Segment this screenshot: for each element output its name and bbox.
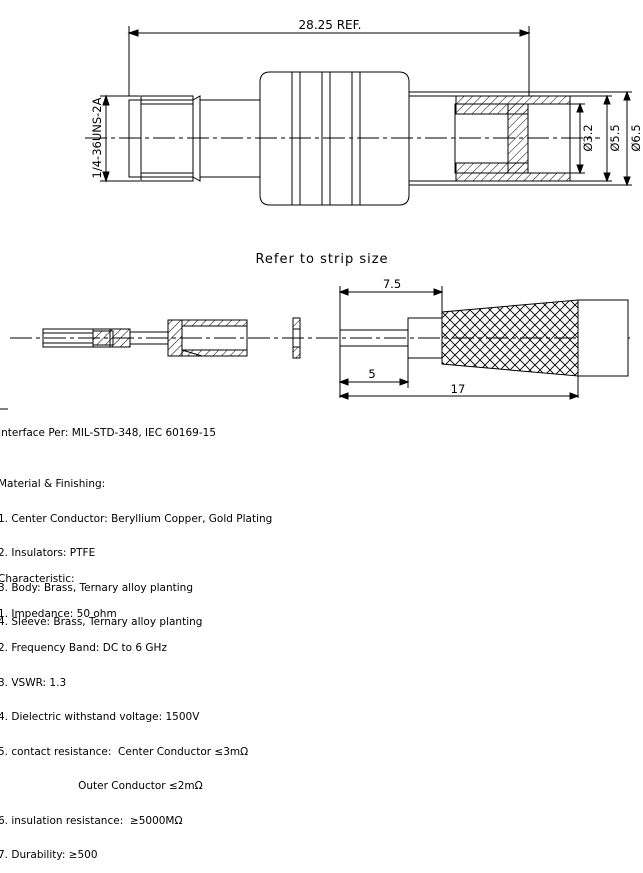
characteristic-item: 1. Impedance: 50 ohm [0,607,117,620]
thread-label: 1/4-36UNS-2A [90,97,104,178]
washer [292,317,301,359]
thread-dimension [100,94,140,183]
characteristic-item: 4. Dielectric withstand voltage: 1500V [0,711,200,723]
pin-sleeve [129,319,248,357]
material-item: 2. Insulators: PTFE [0,547,96,559]
strip-dim-c: 17 [451,382,466,396]
characteristic-item: 2. Frequency Band: DC to 6 GHz [0,642,167,654]
center-pin [42,328,131,348]
stripped-cable [339,299,629,377]
strip-title: Refer to strip size [255,252,388,267]
top-view [85,26,632,206]
strip-dimensions [338,286,580,400]
characteristic-title: Characteristic: [0,573,75,585]
characteristic-item: 5. contact resistance: Center Conductor … [0,745,249,758]
characteristic-item: Outer Conductor ≤2mΩ [0,780,203,792]
strip-dim-a: 7.5 [383,277,401,291]
characteristic-block: Characteristic: 1. Impedance: 50 ohm 2. … [0,551,248,873]
diameter-outer-label: Ø6.5 [629,124,643,151]
material-title: Material & Finishing: [0,478,106,490]
exploded-view [0,286,630,410]
length-label: 28.25 REF. [299,18,362,32]
material-item: 1. Center Conductor: Beryllium Copper, G… [0,512,273,525]
interface-spec: Interface Per: MIL-STD-348, IEC 60169-15 [0,427,217,439]
material-block: Material & Finishing: 1. Center Conducto… [0,456,272,640]
connector-drawing: 28.25 REF. 1/4-36UNS-2A Ø3.2 Ø5.5 Ø6.5 R… [0,18,643,410]
characteristic-item: 6. insulation resistance: ≥5000MΩ [0,814,183,827]
diameter-dimensions [409,90,632,187]
strip-dim-b: 5 [368,367,375,381]
diameter-inner-label: Ø3.2 [581,124,595,151]
diameter-mid-label: Ø5.5 [608,124,622,151]
length-dimension [127,26,531,96]
characteristic-item: 7. Durability: ≥500 [0,849,98,861]
material-item: 3. Body: Brass, Ternary alloy planting [0,581,193,594]
characteristic-item: 3. VSWR: 1.3 [0,676,67,689]
material-item: 4. Sleeve: Brass, Ternary alloy planting [0,616,203,628]
